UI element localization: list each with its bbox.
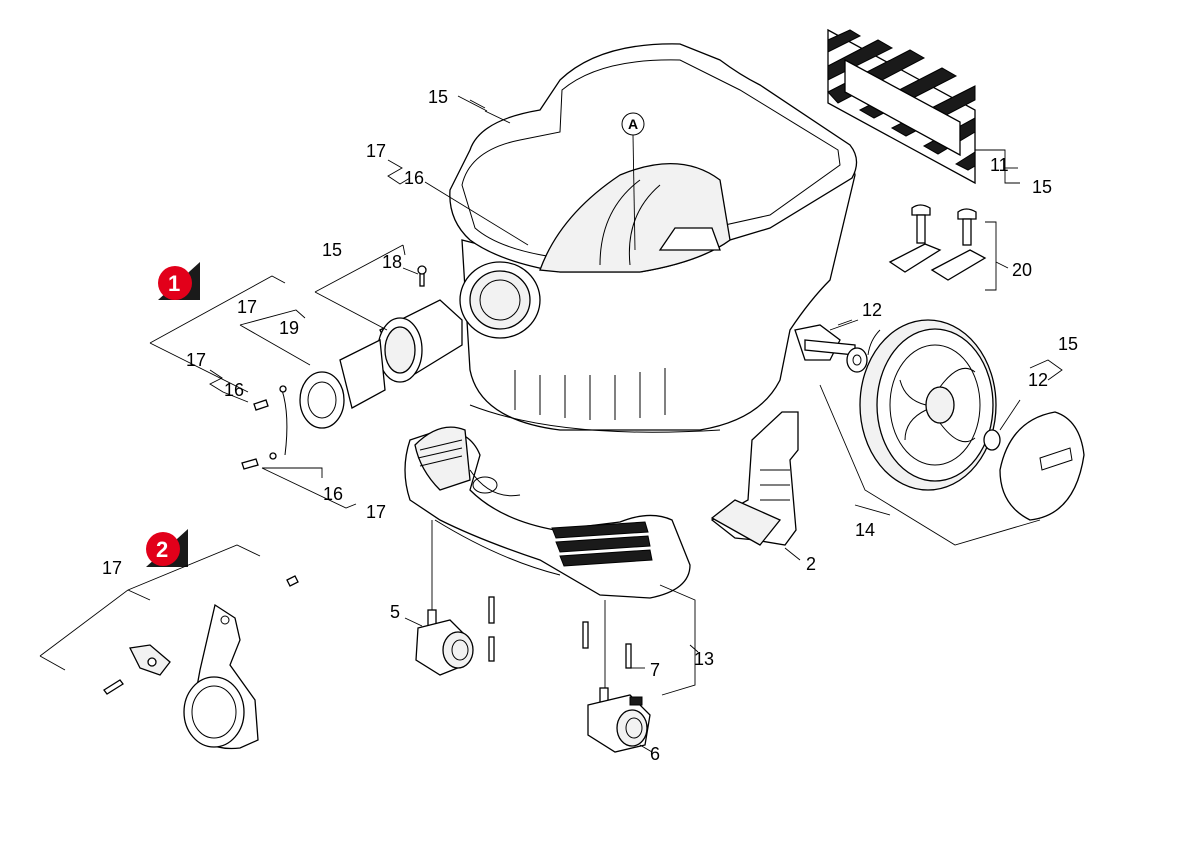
- label-15-hubcap: 15: [1058, 334, 1078, 354]
- label-13: 13: [694, 649, 714, 669]
- part-5-castor: [415, 520, 474, 676]
- label-11: 11: [990, 155, 1009, 175]
- part-11-warning-label: [827, 28, 976, 185]
- label-17-d: 17: [366, 502, 386, 522]
- label-16-b: 16: [224, 380, 244, 400]
- label-12-washer: 12: [1028, 370, 1048, 390]
- badge-1: 1: [158, 262, 200, 300]
- label-18: 18: [382, 252, 402, 272]
- badge-2: 2: [146, 529, 188, 567]
- container-tank: A: [449, 43, 858, 433]
- label-15-right: 15: [1032, 177, 1052, 197]
- part-20-screws-plates: [888, 204, 987, 281]
- label-17-upper: 17: [366, 141, 386, 161]
- label-5: 5: [390, 602, 400, 622]
- part-7-screws: [488, 596, 632, 669]
- label-12-axle: 12: [862, 300, 882, 320]
- label-7: 7: [650, 660, 660, 680]
- badge-2-number: 2: [156, 537, 168, 562]
- label-15-mid: 15: [322, 240, 342, 260]
- part-14-wheel: [804, 319, 997, 491]
- part-6-castor: [587, 600, 651, 753]
- label-19: 19: [279, 318, 299, 338]
- part-15-hubcap: [983, 399, 1085, 521]
- label-16-c: 16: [323, 484, 343, 504]
- label-15-top: 15: [428, 87, 448, 107]
- part-2-bracket: [710, 411, 799, 546]
- label-14: 14: [855, 520, 875, 540]
- connector-assembly-1: [241, 265, 463, 470]
- label-6: 6: [650, 744, 660, 764]
- label-17-b: 17: [237, 297, 257, 317]
- label-17-c: 17: [186, 350, 206, 370]
- label-20: 20: [1012, 260, 1032, 280]
- callout-letter-a: A: [628, 116, 638, 132]
- leader-lines: [39, 95, 1063, 753]
- part-labels: 15 17 16 15 18 17 19 17 16 16 17 17 11 1…: [102, 87, 1078, 764]
- connector-assembly-2: [103, 575, 299, 750]
- label-2: 2: [806, 554, 816, 574]
- label-16-upper: 16: [404, 168, 424, 188]
- badge-1-number: 1: [168, 271, 180, 296]
- label-17-e: 17: [102, 558, 122, 578]
- base-chassis: [404, 426, 691, 599]
